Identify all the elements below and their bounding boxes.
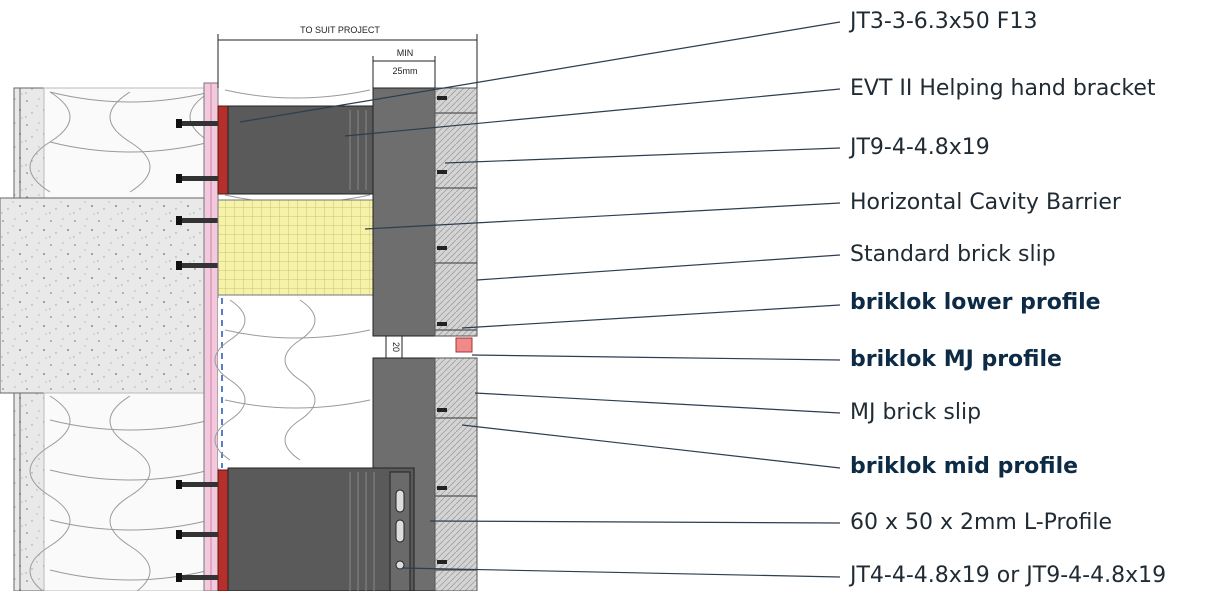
- callout-jt4-fixing: JT4-4-4.8x19 or JT9-4-4.8x19: [850, 563, 1167, 588]
- inner-wall-lining: [13, 87, 45, 591]
- dim-min-label: MIN: [397, 48, 414, 58]
- concrete-slab: [0, 197, 213, 394]
- callout-briklok-lower-profile: briklok lower profile: [850, 290, 1101, 315]
- brick-slip-column: [434, 87, 478, 591]
- dim-gap-label: 20: [391, 342, 401, 352]
- dim-overall-label: TO SUIT PROJECT: [300, 25, 380, 35]
- rail-gap: [385, 335, 403, 359]
- insulation-lower: [29, 392, 213, 591]
- fixing-pad-lower: [217, 469, 229, 591]
- leader-lines: [239, 21, 841, 578]
- rail-upper: [372, 87, 436, 337]
- profile-clips: [437, 96, 447, 564]
- callout-l-profile: 60 x 50 x 2mm L-Profile: [850, 510, 1113, 535]
- bracket-lower: [227, 467, 415, 591]
- callout-jt3-fixing: JT3-3-6.3x50 F13: [850, 9, 1038, 34]
- cavity-insulation: [214, 298, 373, 468]
- insulation-upper: [29, 87, 231, 199]
- callout-evt-bracket: EVT II Helping hand bracket: [850, 76, 1156, 101]
- dim-min-value: 25mm: [392, 66, 417, 76]
- anchor-bolts: [176, 119, 218, 582]
- fixing-pad-upper: [217, 105, 229, 195]
- callout-standard-brick-slip: Standard brick slip: [850, 242, 1056, 267]
- dimension-lines: [217, 34, 478, 88]
- callout-briklok-mid-profile: briklok mid profile: [850, 454, 1079, 479]
- callout-cavity-barrier: Horizontal Cavity Barrier: [850, 190, 1121, 215]
- callout-mj-brick-slip: MJ brick slip: [850, 400, 982, 425]
- callout-jt9-fixing: JT9-4-4.8x19: [850, 135, 990, 160]
- callout-briklok-mj-profile: briklok MJ profile: [850, 347, 1062, 372]
